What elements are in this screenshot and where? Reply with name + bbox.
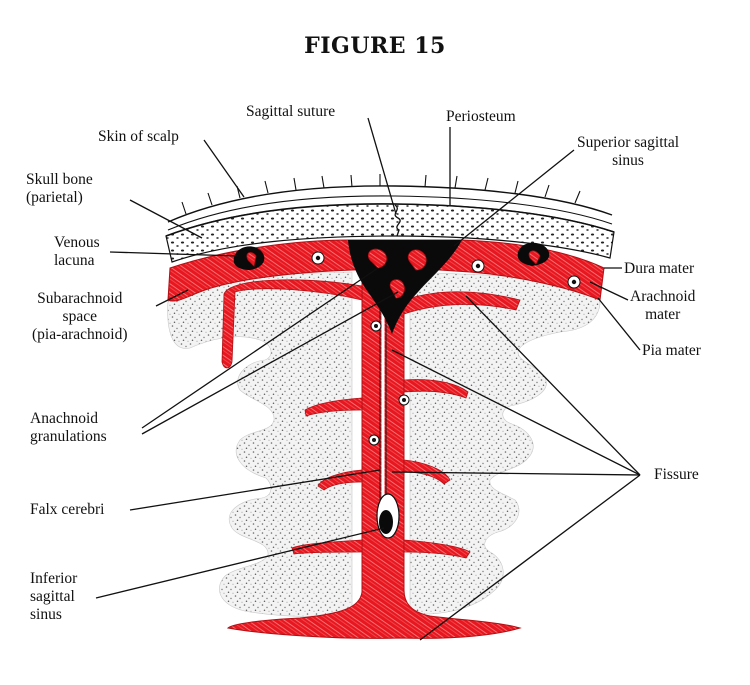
label-anachnoid-granulations: Anachnoid granulations [30, 410, 107, 445]
scalp-skin [167, 174, 613, 231]
label-inferior-sagittal-sinus: Inferior sagittal sinus [30, 570, 78, 623]
label-fissure: Fissure [654, 466, 699, 483]
dura-mater-layer [167, 239, 605, 302]
arachnoid-granulations [246, 248, 541, 299]
label-superior-sagittal-sinus: Superior sagittal sinus [577, 134, 680, 169]
leader-lines [95, 117, 641, 641]
label-skin-of-scalp: Skin of scalp [98, 128, 179, 145]
label-skull-bone: Skull bone (parietal) [26, 171, 93, 206]
label-arachnoid-mater: Arachnoid mater [630, 288, 696, 323]
label-sagittal-suture: Sagittal suture [246, 103, 336, 120]
label-subarachnoid-space: Subarachnoid space (pia-arachnoid) [32, 290, 128, 343]
label-pia-mater: Pia mater [642, 342, 701, 359]
inferior-sagittal-sinus [376, 493, 400, 539]
label-dura-mater: Dura mater [624, 260, 695, 277]
skull-bone [165, 203, 615, 263]
label-falx-cerebri: Falx cerebri [30, 501, 105, 518]
figure-title: FIGURE 15 [304, 33, 446, 59]
brain-left-hemisphere [167, 271, 353, 617]
vessel-cross-sections [311, 251, 581, 446]
label-periosteum: Periosteum [446, 108, 516, 125]
label-venous-lacuna: Venous lacuna [54, 234, 100, 269]
brain-right-hemisphere [409, 271, 601, 615]
